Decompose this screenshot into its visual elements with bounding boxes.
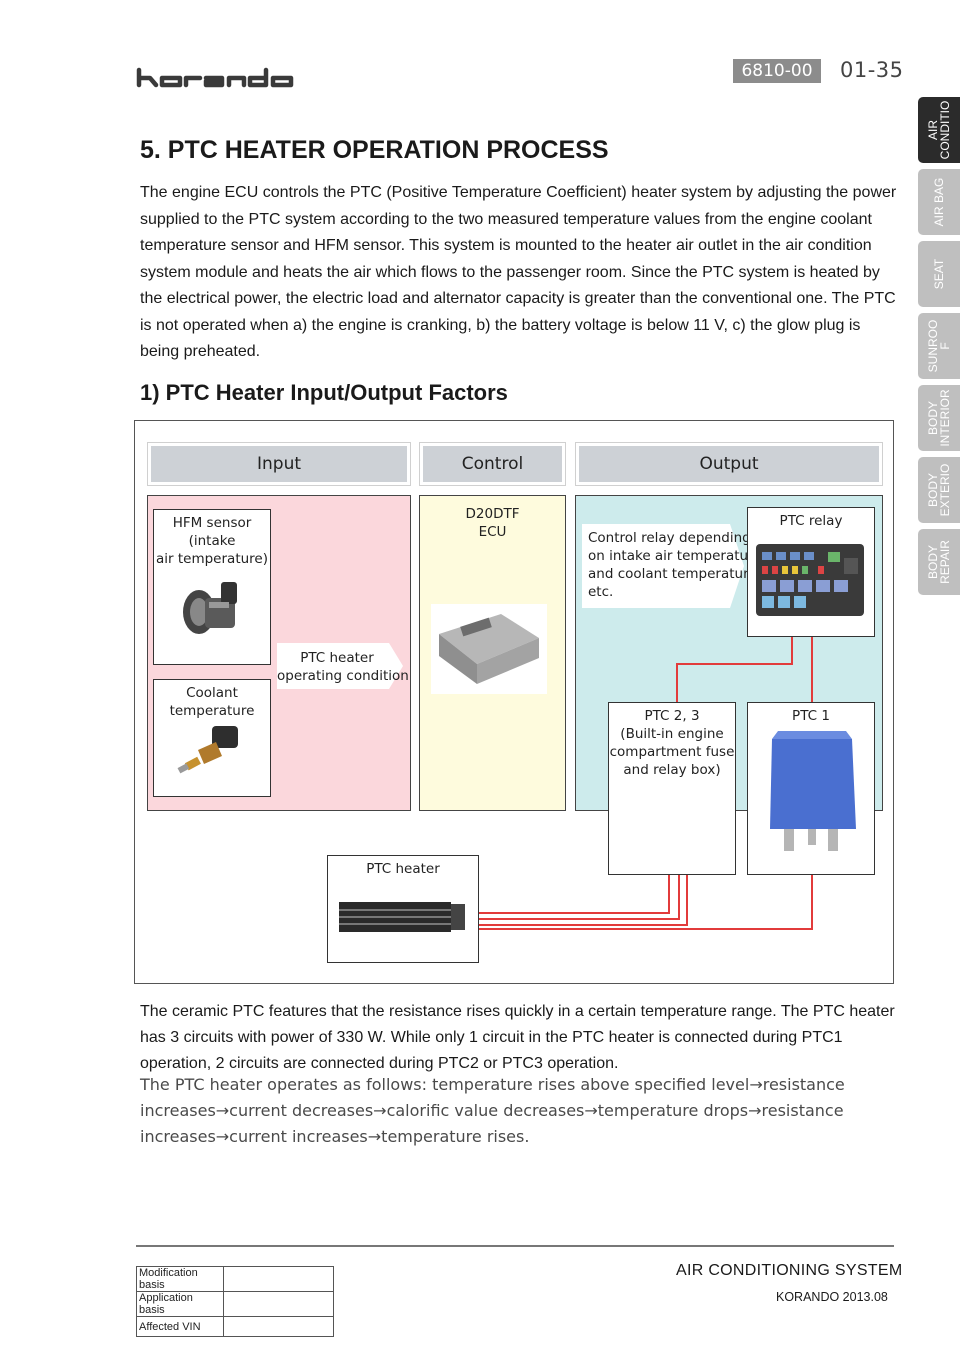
footer-title: AIR CONDITIONING SYSTEM	[676, 1262, 903, 1279]
ptc1-box: PTC 1	[747, 702, 875, 875]
header-control: Control	[419, 442, 566, 486]
tab-sunroof[interactable]: SUNROO F	[918, 313, 960, 379]
table-row: Application basis	[136, 1291, 334, 1317]
fuse-box-image	[756, 544, 864, 616]
coolant-sensor-box: Coolant temperature	[153, 679, 271, 797]
hfm-sensor-label: HFM sensor (intake air temperature)	[156, 515, 268, 567]
footer-model: KORANDO 2013.08	[776, 1290, 888, 1304]
control-relay-arrow	[582, 524, 744, 608]
subsection-title: 1) PTC Heater Input/Output Factors	[140, 380, 508, 405]
footer-divider	[136, 1245, 894, 1247]
operating-condition-arrow	[277, 643, 403, 689]
tab-air-bag[interactable]: AIR BAG	[918, 169, 960, 235]
page-number: 01-35	[840, 58, 904, 82]
table-row: Affected VIN	[136, 1316, 334, 1337]
ptc-relay-label: PTC relay	[779, 513, 843, 529]
sequence-line-2: increases→current decreases→calorific va…	[140, 1101, 844, 1120]
korando-logo	[136, 67, 294, 88]
coolant-label: Coolant temperature	[169, 685, 255, 719]
ptc-heater-image	[339, 902, 465, 932]
sequence-line-1: The PTC heater operates as follows: temp…	[140, 1075, 845, 1094]
ptc23-label: PTC 2, 3 (Built-in engine compartment fu…	[609, 708, 735, 778]
operation-sequence-paragraph: The PTC heater operates as follows: temp…	[140, 1072, 900, 1150]
intro-paragraph: The engine ECU controls the PTC (Positiv…	[140, 184, 897, 360]
tab-seat[interactable]: SEAT	[918, 241, 960, 307]
ptc-heater-box: PTC heater	[327, 855, 479, 963]
hfm-sensor-box: HFM sensor (intake air temperature)	[153, 509, 271, 665]
tab-body-interior[interactable]: BODY INTERIOR	[918, 385, 960, 451]
relay-image	[770, 731, 856, 851]
ecu-label: D20DTF ECU	[465, 506, 520, 540]
ptc1-label: PTC 1	[792, 708, 830, 724]
header-input: Input	[147, 442, 411, 486]
operating-condition-label: PTC heater operating condition	[277, 650, 409, 684]
sequence-line-3: increases→current increases→temperature …	[140, 1127, 530, 1146]
tab-body-repair[interactable]: BODY REPAIR	[918, 529, 960, 595]
table-row: Modification basis	[136, 1266, 334, 1292]
section-title: 5. PTC HEATER OPERATION PROCESS	[140, 136, 609, 164]
ptc-io-diagram: Input Control Output HFM sensor (intake …	[134, 420, 894, 984]
section-code-badge: 6810-00	[733, 59, 821, 83]
ecu-image	[431, 604, 547, 694]
revision-info-table: Modification basis Application basis Aff…	[136, 1266, 334, 1337]
ceramic-ptc-paragraph: The ceramic PTC features that the resist…	[140, 1003, 895, 1072]
control-relay-note: Control relay depending on intake air te…	[588, 530, 762, 600]
header-output: Output	[575, 442, 883, 486]
coolant-sensor-image	[177, 726, 238, 774]
ptc-heater-label: PTC heater	[366, 861, 440, 877]
tab-body-exterior[interactable]: BODY EXTERIO	[918, 457, 960, 523]
ptc-relay-box: PTC relay	[747, 507, 875, 637]
tab-air-conditioning[interactable]: AIR CONDITIO	[918, 97, 960, 163]
hfm-sensor-image	[183, 582, 237, 634]
ptc23-box: PTC 2, 3 (Built-in engine compartment fu…	[608, 702, 736, 875]
